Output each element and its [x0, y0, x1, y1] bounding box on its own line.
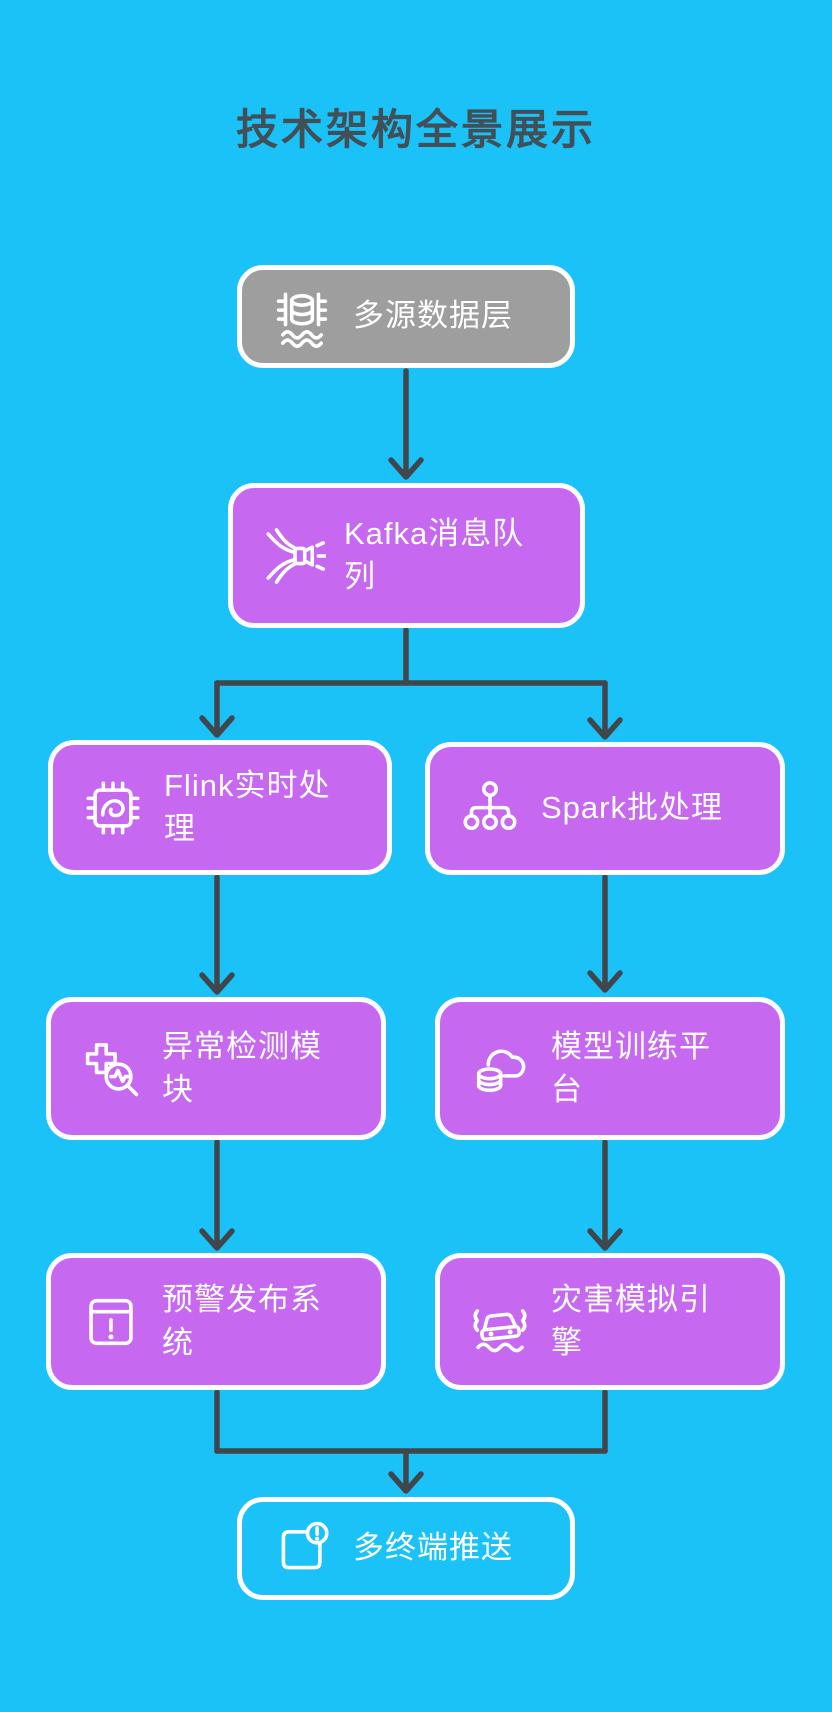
node-label: 多终端推送 — [353, 1530, 513, 1566]
node-label: 预警发布系统 — [162, 1281, 322, 1360]
node-data-layer: 多源数据层 — [237, 265, 575, 368]
node-label: 异常检测模块 — [162, 1028, 322, 1107]
node-training: 模型训练平台 — [435, 997, 785, 1140]
node-label: Spark批处理 — [541, 790, 723, 826]
car-quake-icon — [467, 1289, 533, 1355]
node-anomaly: 异常检测模块 — [46, 997, 386, 1140]
node-graph-icon — [457, 776, 523, 842]
cross-magnifier-icon — [78, 1036, 144, 1102]
funnel-stream-icon — [260, 523, 326, 589]
node-disaster: 灾害模拟引擎 — [435, 1253, 785, 1390]
cpu-chip-icon — [80, 775, 146, 841]
node-label: 灾害模拟引擎 — [551, 1281, 711, 1360]
node-label: 模型训练平台 — [551, 1028, 711, 1107]
arrowhead-icon — [199, 1228, 235, 1251]
database-sources-icon — [269, 284, 335, 350]
arrowhead-icon — [587, 970, 623, 993]
node-kafka: Kafka消息队列 — [228, 483, 585, 628]
cloud-database-icon — [467, 1036, 533, 1102]
arrowhead-icon — [587, 717, 623, 740]
alert-panel-icon — [78, 1289, 144, 1355]
page-title: 技术架构全景展示 — [235, 106, 596, 153]
node-push: 多终端推送 — [237, 1497, 575, 1600]
node-label: Kafka消息队列 — [344, 515, 525, 594]
node-label: Flink实时处理 — [164, 767, 331, 846]
node-alert: 预警发布系统 — [46, 1253, 386, 1390]
arrowhead-icon — [199, 972, 235, 995]
node-spark: Spark批处理 — [425, 742, 785, 875]
notification-square-icon — [269, 1516, 335, 1582]
arrowhead-icon — [587, 1228, 623, 1251]
node-label: 多源数据层 — [353, 298, 513, 334]
arrowhead-icon — [388, 1471, 424, 1494]
node-flink: Flink实时处理 — [48, 740, 392, 875]
arrowhead-icon — [388, 457, 424, 480]
arrowhead-icon — [199, 715, 235, 738]
